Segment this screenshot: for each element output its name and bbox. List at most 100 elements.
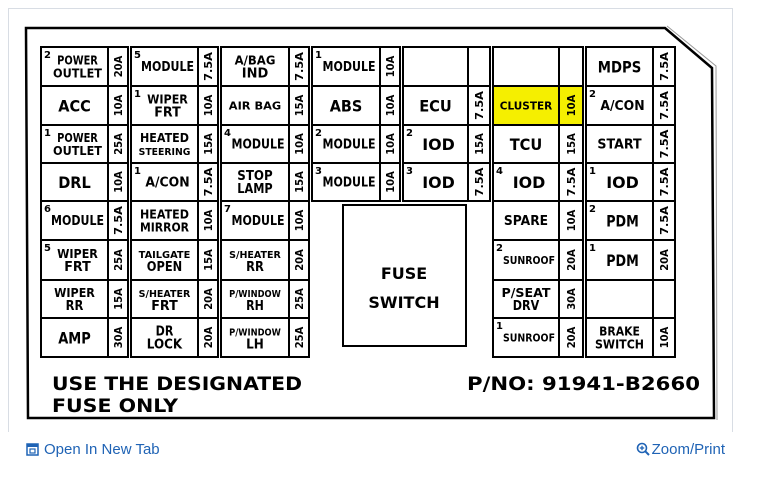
fuse-c2-wiper-frt-label-line2: FRT [154,106,181,121]
fuse-c1-power-outlet-label-line1: POWER [57,131,98,145]
fuse-c3-stop-lamp-amp-rating: 15A [293,171,306,193]
open-in-new-tab-link[interactable]: Open In New Tab [26,441,160,458]
fuse-c6-sunroof-number: 2 [496,243,503,254]
fuse-c6-p-seat-drv-amp-rating: 30A [565,288,578,310]
fuse-c3-module-number: 7 [224,204,231,215]
note-line-2: FUSE ONLY [52,395,178,417]
fuse-c1-module-label: MODULE [51,214,104,229]
footer-bar [8,432,733,465]
fuse-c6-spare-label: SPARE [504,214,548,229]
fuse-c2-module-number: 5 [134,50,141,61]
fuse-c7-brake-switch-amp-rating: 10A [658,326,671,348]
fuse-c6-spare-amp-rating: 10A [565,209,578,231]
fuse-c5-iod-number: 2 [406,128,413,139]
fuse-c3-module-label: MODULE [232,138,285,153]
fuse-c3-s-heater-rr-label-line1: S/HEATER [229,250,281,261]
fuse-c1-wiper-frt-label-line1: WIPER [57,247,98,261]
fuse-c6-sunroof-label: SUNROOF [503,254,555,267]
fuse-c4-module-amp-rating: 10A [384,171,397,193]
fuse-c2-tailgate-open-amp-rating: 15A [202,249,215,271]
fuse-c5-iod-cell [402,162,491,202]
fuse-c4-module-number: 1 [315,50,322,61]
fuse-c2-s-heater-frt-amp-rating: 20A [202,288,215,310]
fuse-c2-dr-lock-label-line1: DR [156,325,174,340]
fuse-c5-iod-amp-rating: 7.5A [473,167,486,196]
fuse-c3-p-window-rh-label-line2: RH [246,299,264,314]
fuse-c6-p-seat-drv-label-line1: P/SEAT [502,286,552,300]
fuse-c7-pdm-label: PDM [606,251,639,270]
fuse-c1-wiper-rr-label-line1: WIPER [54,286,95,300]
fuse-c7-iod-label: IOD [606,173,639,192]
fuse-c3-p-window-rh-label-line1: P/WINDOW [229,289,281,300]
fuse-c3-module-amp-rating: 10A [293,133,306,155]
fuse-c1-wiper-frt-number: 5 [44,243,51,254]
fuse-c4-abs-label: ABS [330,96,363,115]
fuse-c2-heated-mirror-label-line2: MIRROR [140,221,189,235]
fuse-c1-power-outlet-number: 2 [44,50,51,61]
fuse-c7-a-con-label: A/CON [600,99,644,114]
fuse-c5-iod-amp-rating: 15A [473,133,486,155]
fuse-c7-brake-switch-cell [585,317,676,358]
fuse-c1-module-amp-rating: 7.5A [112,206,125,235]
fuse-c1-power-outlet-number: 1 [44,128,51,139]
highlight-cluster [494,87,582,124]
fuse-c7-brake-switch-label-line1: BRAKE [599,325,640,339]
fuse-c3-module-label: MODULE [232,214,285,229]
fuse-c6-iod-number: 4 [496,166,503,177]
fuse-c6-iod-label: IOD [513,173,546,192]
fuse-c3-a-bag-ind-label-line1: A/BAG [235,54,276,68]
fuse-c5-iod-number: 3 [406,166,413,177]
fuse-c4-module-label: MODULE [323,176,376,191]
fuse-c6-sunroof-number: 1 [496,321,503,332]
fuse-c3-stop-lamp-label-line2: LAMP [237,182,272,197]
fuse-c3-air-bag-label: AIR BAG [229,99,281,112]
fuse-c7-pdm-amp-rating: 7.5A [658,206,671,235]
fuse-switch-label-line1: FUSE [381,264,427,283]
fuse-c2-heated-steering-amp-rating: 15A [202,133,215,155]
fuse-c2-dr-lock-label-line2: LOCK [147,338,183,353]
fuse-c2-a-con-label: A/CON [145,176,189,191]
fuse-c2-dr-lock-amp-rating: 20A [202,326,215,348]
fuse-switch-box [342,204,467,347]
fuse-c1-acc-label: ACC [58,96,91,115]
fuse-c1-power-outlet-label-line2: OUTLET [53,67,103,81]
part-number: P/NO: 91941-B2660 [467,373,700,395]
fuse-c4-module-cell [311,162,401,202]
fuse-c1-acc-amp-rating: 10A [112,94,125,116]
fuse-c2-s-heater-frt-label-line2: FRT [151,299,178,314]
fuse-c6-p-seat-drv-label-line2: DRV [513,299,540,314]
fuse-c2-s-heater-frt-label-line1: S/HEATER [139,289,191,300]
fuse-c2-dr-lock-cell [130,317,219,358]
fuse-c1-power-outlet-amp-rating: 20A [112,55,125,77]
fuse-c2-heated-mirror-label-line1: HEATED [140,208,189,222]
fuse-c7-pdm-amp-rating: 20A [658,249,671,271]
fuse-c7-iod-number: 1 [589,166,596,177]
fuse-c2-heated-steering-label-line1: HEATED [140,131,189,145]
fuse-c1-power-outlet-label-line1: POWER [57,54,98,68]
fuse-c7-brake-switch-label-line2: SWITCH [595,338,644,352]
fuse-c3-stop-lamp-label-line1: STOP [237,169,272,184]
fuse-c3-p-window-lh-amp-rating: 25A [293,326,306,348]
note-line-1: USE THE DESIGNATED [52,373,302,395]
fuse-c7-pdm-number: 2 [589,204,596,215]
fuse-c6-iod-amp-rating: 7.5A [565,167,578,196]
fuse-c4-module-amp-rating: 10A [384,55,397,77]
zoom-print-link[interactable]: Zoom/Print [636,441,725,458]
fuse-c2-module-amp-rating: 7.5A [202,52,215,81]
fuse-c2-heated-steering-label-line2: STEERING [139,147,191,158]
fuse-c1-drl-amp-rating: 10A [112,171,125,193]
fuse-c3-p-window-lh-label-line1: P/WINDOW [229,328,281,339]
fuse-c3-p-window-lh-cell [220,317,310,358]
fuse-c7-a-con-amp-rating: 7.5A [658,91,671,120]
fuse-c2-tailgate-open-label-line1: TAILGATE [139,250,191,261]
fuse-c2-wiper-frt-number: 1 [134,89,141,100]
fuse-c6-cluster-label: CLUSTER [500,99,553,112]
open-in-new-tab-label: Open In New Tab [44,441,160,458]
fuse-c4-module-number: 2 [315,128,322,139]
fuse-c5-ecu-label: ECU [419,96,452,115]
fuse-c2-a-con-number: 1 [134,166,141,177]
fuse-c7-start-label: START [597,138,641,153]
fuse-c2-tailgate-open-label-line2: OPEN [147,260,182,275]
